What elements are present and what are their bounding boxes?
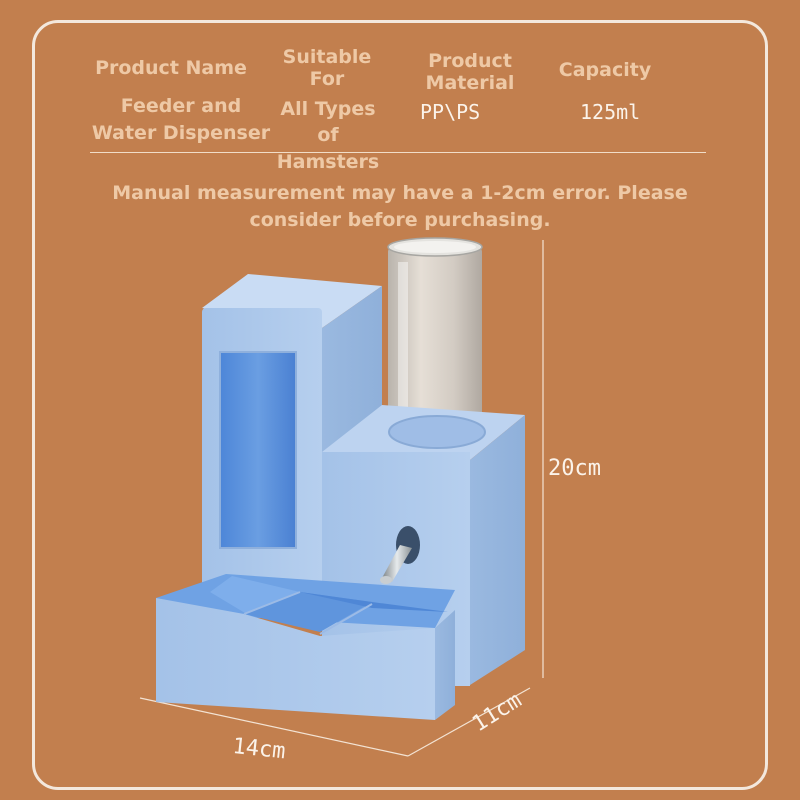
food-window — [220, 352, 296, 548]
header-product-name: Product Name — [95, 57, 247, 79]
header-suitable-for-line2: For — [309, 68, 345, 90]
width-dimension-line — [139, 697, 409, 757]
depth-dimension-line — [407, 687, 531, 757]
value-suitable-line3: Hamsters — [276, 151, 380, 173]
table-divider — [90, 152, 706, 153]
drinking-spout — [382, 545, 412, 582]
food-tray — [156, 574, 455, 720]
bottle-socket — [388, 415, 486, 449]
header-material-line1: Product — [428, 50, 512, 72]
header-material-line2: Material — [425, 72, 515, 94]
header-suitable-for-line1: Suitable — [282, 46, 372, 68]
height-label: 20cm — [548, 456, 601, 481]
water-bottle — [387, 237, 483, 446]
measurement-note-line2: consider before purchasing. — [249, 209, 551, 231]
card-frame — [32, 20, 768, 790]
value-suitable-line2: of — [317, 124, 339, 146]
value-name-line1: Feeder and — [120, 95, 242, 117]
value-suitable-line1: All Types — [280, 98, 376, 120]
measurement-note-line1: Manual measurement may have a 1-2cm erro… — [112, 182, 688, 204]
width-label: 14cm — [231, 734, 287, 765]
value-material: PP\PS — [420, 100, 481, 124]
value-capacity: 125ml — [580, 100, 641, 124]
header-capacity: Capacity — [558, 59, 652, 81]
value-name-line2: Water Dispenser — [91, 122, 271, 144]
